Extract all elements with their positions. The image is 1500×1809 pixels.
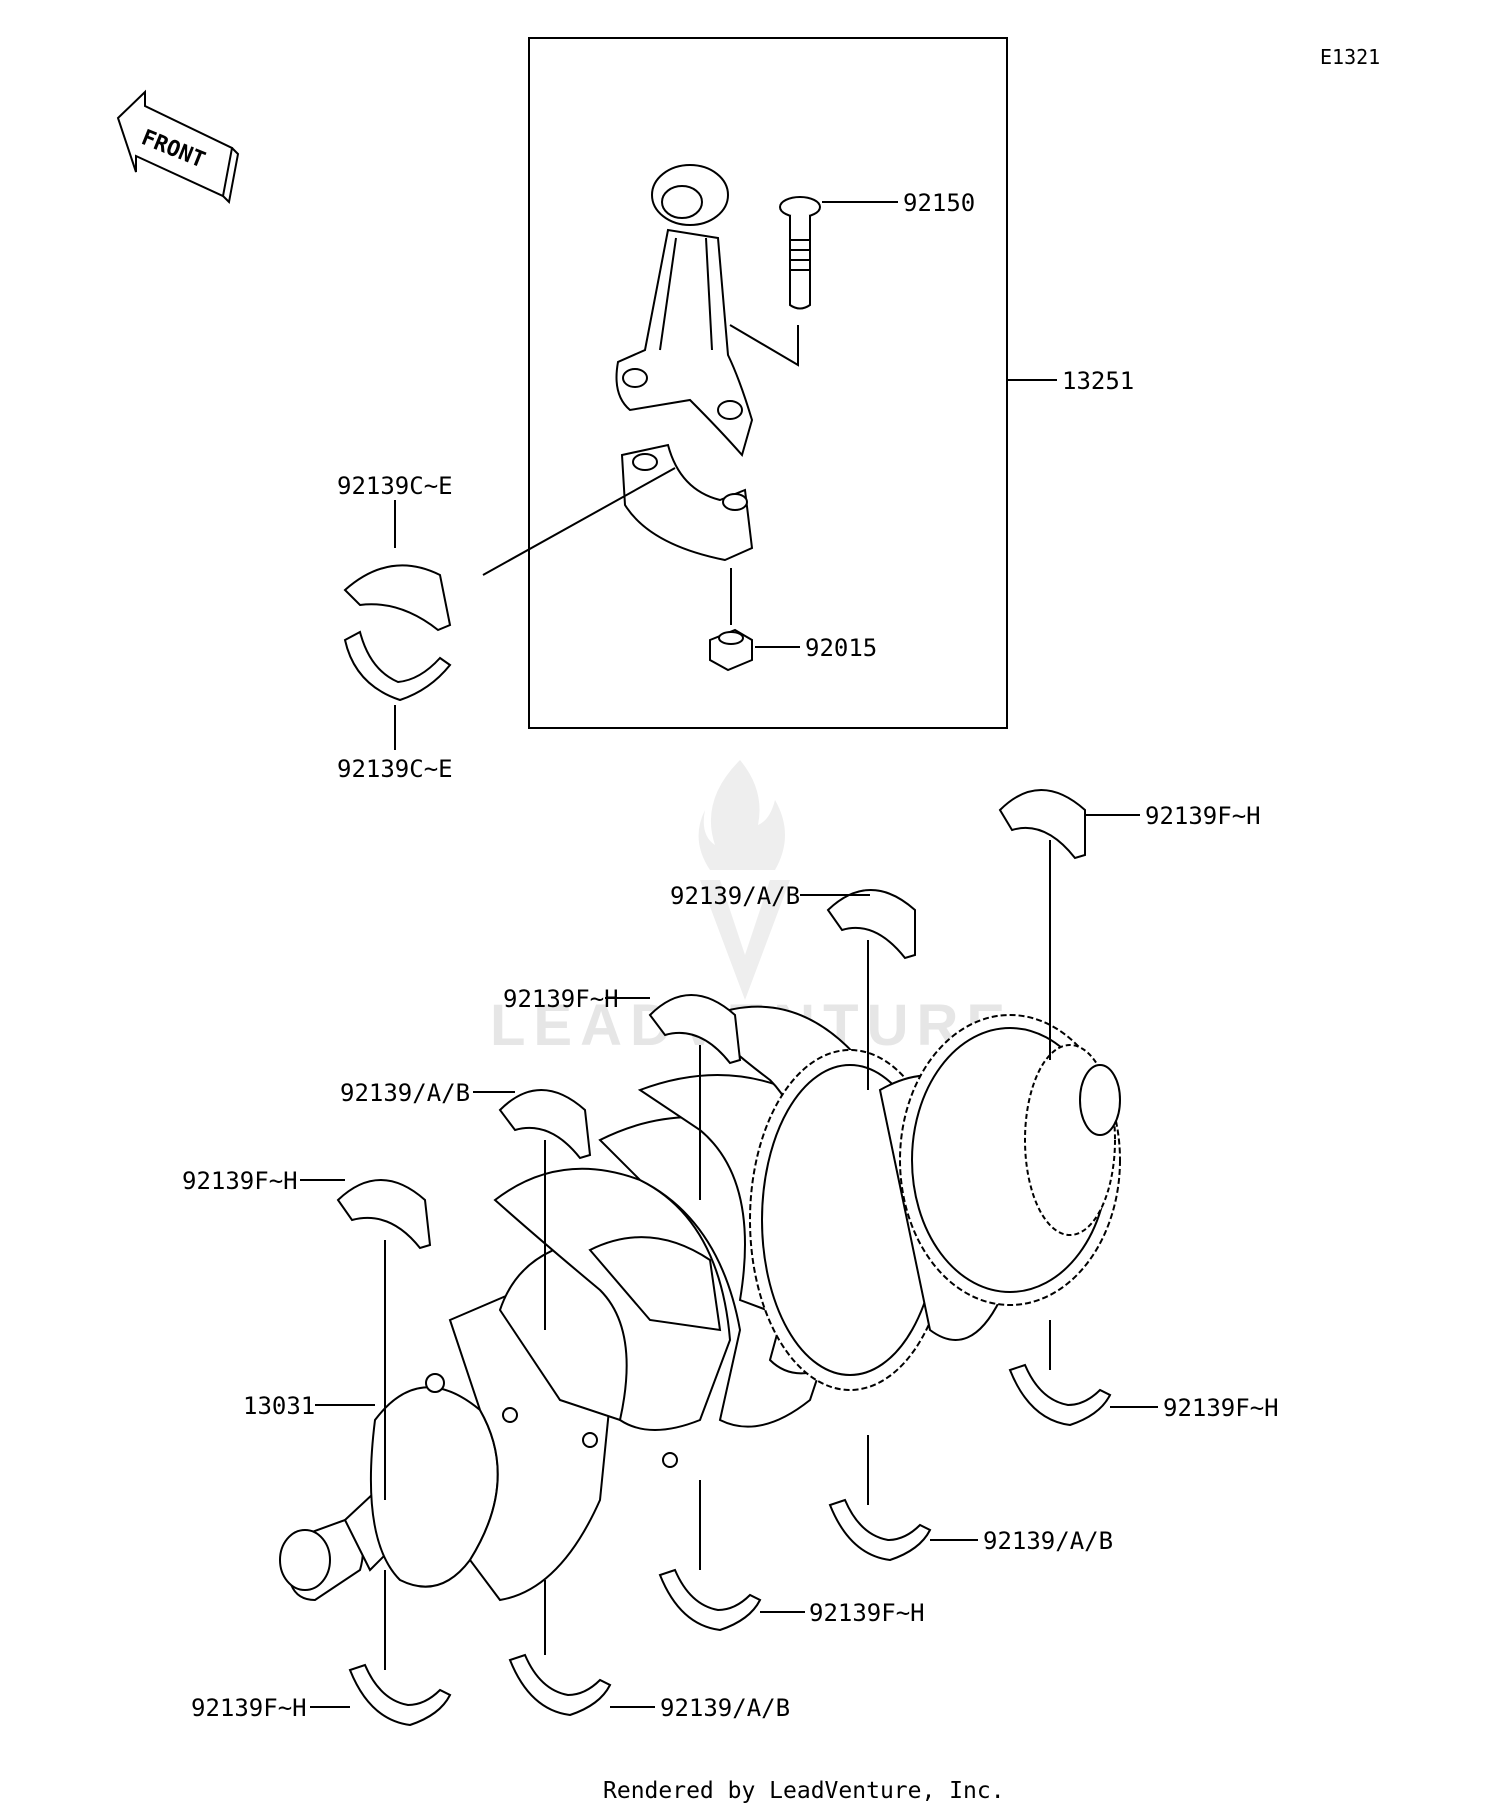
label-13251: 13251 xyxy=(1062,367,1134,395)
label-92150: 92150 xyxy=(903,189,975,217)
label-92139ce-top: 92139C~E xyxy=(337,472,453,500)
v-mark-icon xyxy=(700,880,790,1000)
leader-lines xyxy=(300,201,1158,1708)
label-92139ab-2: 92139/A/B xyxy=(340,1079,470,1107)
label-92139fh-5: 92139F~H xyxy=(809,1599,925,1627)
label-92139fh-6: 92139F~H xyxy=(191,1694,307,1722)
main-bearing-shells xyxy=(336,789,1112,1727)
front-arrow-icon: FRONT xyxy=(116,89,240,205)
label-92139fh-4: 92139F~H xyxy=(1163,1394,1279,1422)
label-92139fh-2: 92139F~H xyxy=(503,985,619,1013)
label-92139fh-3: 92139F~H xyxy=(182,1167,298,1195)
label-92139fh-1: 92139F~H xyxy=(1145,802,1261,830)
con-rod-assembly-frame xyxy=(528,37,1008,729)
label-92139ce-bottom: 92139C~E xyxy=(337,755,453,783)
nut-92015 xyxy=(709,628,753,672)
footer-credit: Rendered by LeadVenture, Inc. xyxy=(603,1778,1005,1804)
label-92139ab-1: 92139/A/B xyxy=(670,882,800,910)
flame-icon xyxy=(698,760,785,870)
connecting-rod xyxy=(615,164,754,562)
label-92015: 92015 xyxy=(805,634,877,662)
label-13031: 13031 xyxy=(243,1392,315,1420)
diagram-code: E1321 xyxy=(1320,45,1380,69)
crankshaft-13031 xyxy=(279,1005,1121,1602)
label-92139ab-3: 92139/A/B xyxy=(983,1527,1113,1555)
bolt-92150 xyxy=(779,196,821,310)
conrod-bearing-shells xyxy=(343,564,452,702)
label-92139ab-4: 92139/A/B xyxy=(660,1694,790,1722)
